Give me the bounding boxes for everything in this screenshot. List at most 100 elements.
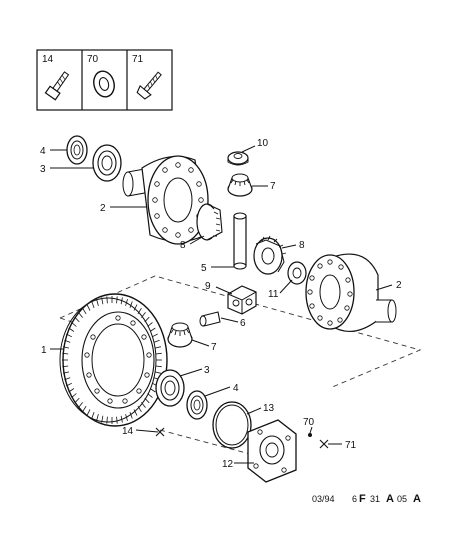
callout-8-right: 8 [299, 240, 305, 251]
bearing-bottom-small [186, 390, 208, 420]
bolt-icon [44, 71, 70, 101]
callout-14: 14 [122, 426, 134, 437]
ring-gear-tooth [155, 352, 162, 355]
ring-gear-tooth [144, 316, 150, 323]
ring-gear-tooth [101, 415, 104, 423]
callout-4-top: 4 [40, 146, 46, 157]
ring-gear-tooth [141, 312, 146, 318]
ring-gear-tooth [106, 416, 108, 424]
ring-gear-tooth [64, 339, 71, 343]
ring-gear-tooth [125, 298, 128, 306]
ring-gear-tooth [137, 405, 142, 413]
ring-gear-tooth [129, 411, 133, 419]
ring-gear-tooth [68, 327, 75, 332]
callout-71: 71 [345, 440, 357, 451]
ring-gear-tooth [149, 327, 156, 332]
thrust-washer-11 [287, 261, 307, 285]
ring-gear [59, 293, 168, 427]
callout-12: 12 [222, 459, 234, 470]
ring-gear-tooth [141, 402, 146, 408]
callout-2-left: 2 [100, 203, 106, 214]
bearing-top-large [92, 144, 122, 182]
ring-gear-tooth [62, 365, 69, 368]
screw-71-marker [319, 439, 329, 449]
side-gear-right [253, 235, 287, 275]
ring-gear-tooth [86, 409, 91, 416]
ring-gear-tooth [62, 352, 69, 355]
ring-gear-tooth [66, 382, 72, 387]
ring-gear-tooth [154, 371, 161, 374]
legend-box: 14 70 71 [36, 49, 173, 111]
cross-pin-shaft [233, 212, 247, 270]
ring-gear-tooth [71, 393, 77, 398]
callout-5: 5 [201, 263, 207, 274]
ring-gear-tooth [133, 304, 138, 311]
ring-gear-tooth [149, 388, 156, 393]
ring-gear-tooth [125, 414, 128, 422]
callout-3-bottom: 3 [204, 365, 210, 376]
pin-6 [199, 311, 221, 327]
ring-gear-tooth [116, 416, 118, 424]
ring-gear-tooth [91, 411, 95, 419]
callout-6: 6 [240, 318, 246, 329]
ring-gear-tooth [152, 333, 158, 338]
ring-gear-tooth [63, 371, 70, 374]
ring-gear-tooth [120, 297, 123, 305]
planet-gear-top [227, 173, 253, 197]
ring-gear-tooth [82, 307, 87, 315]
thrust-washer-10 [227, 151, 249, 166]
side-gear-left [196, 203, 223, 241]
washer-70-marker [308, 433, 312, 437]
ring-gear-tooth [68, 388, 75, 393]
callout-9: 9 [205, 281, 211, 292]
ring-gear-tooth [64, 377, 71, 381]
bolt-14-marker [155, 427, 165, 437]
legend-number-71: 71 [132, 54, 144, 65]
footer-code-e: 05 [397, 494, 407, 504]
ring-gear-tooth [120, 415, 123, 423]
ring-gear-tooth [144, 397, 150, 404]
bearing-bottom-large [155, 369, 185, 407]
legend-number-14: 14 [42, 54, 54, 65]
ring-gear-tooth [147, 393, 153, 398]
ring-gear-tooth [78, 312, 83, 318]
callout-7-top: 7 [270, 181, 276, 192]
leader-lines [50, 145, 393, 464]
callout-10: 10 [257, 138, 269, 149]
callout-13: 13 [263, 403, 275, 414]
ring-gear-tooth [71, 322, 77, 327]
footer-code-d: A [386, 493, 394, 505]
footer-code-f: A [413, 493, 421, 505]
callout-11: 11 [268, 289, 279, 300]
ring-gear-tooth [86, 304, 91, 311]
reference-footer: 03/94 6 F 31 A 05 A [312, 493, 421, 505]
callout-8-left: 8 [180, 240, 186, 251]
footer-code-c: 31 [370, 494, 380, 504]
planet-gear-bottom [167, 322, 193, 348]
callout-4-bottom: 4 [233, 383, 239, 394]
ring-gear-tooth [153, 339, 160, 343]
ring-gear-tooth [82, 405, 87, 413]
ring-gear-tooth [137, 307, 142, 315]
ring-gear-tooth [91, 301, 95, 309]
ring-gear-tooth [74, 316, 80, 323]
ring-gear-tooth [74, 397, 80, 404]
callout-1: 1 [41, 345, 47, 356]
ring-gear-tooth [66, 333, 72, 338]
ring-gear-tooth [133, 409, 138, 416]
footer-code-a: 6 [352, 494, 357, 504]
ring-gear-tooth [106, 296, 108, 304]
ring-gear-tooth [63, 346, 70, 349]
bearing-top-small [66, 135, 88, 165]
ring-gear-tooth [96, 414, 99, 422]
footer-date: 03/94 [312, 494, 335, 504]
ring-gear-tooth [78, 402, 83, 408]
cover-plate-12 [247, 419, 297, 483]
callout-7-bottom: 7 [211, 342, 217, 353]
screw-icon [136, 71, 162, 100]
ring-gear-tooth [155, 365, 162, 368]
ring-gear-tooth [101, 297, 104, 305]
ring-gear-tooth [154, 346, 161, 349]
callout-3-top: 3 [40, 164, 46, 175]
